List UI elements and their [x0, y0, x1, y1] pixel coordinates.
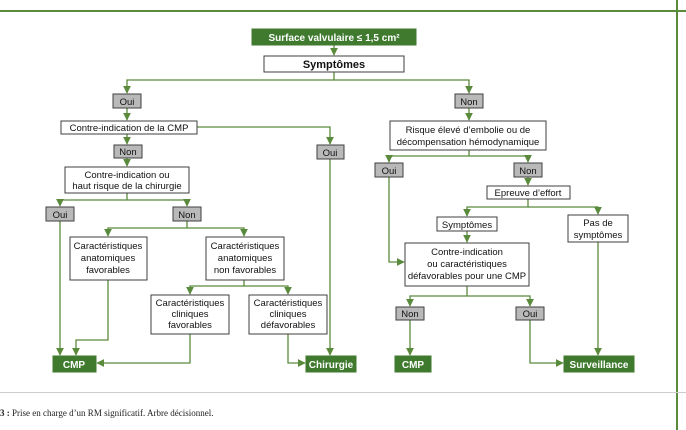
node-non-1-label: Non	[460, 97, 477, 108]
node-cmp-right-label: CMP	[402, 360, 425, 371]
node-ci-defav-line-3: défavorables pour une CMP	[408, 271, 526, 282]
edge-oui-cidefav	[388, 177, 405, 266]
edge-symptomes-oui	[123, 72, 335, 94]
node-clin-defav-line-2: cliniques	[270, 309, 307, 320]
caption-divider	[0, 392, 686, 393]
edge-cichir-non	[127, 198, 191, 207]
node-cmp-left-label: CMP	[63, 360, 86, 371]
edge-non-anatnonfav	[187, 227, 248, 237]
edge-non-anatfav	[104, 221, 188, 237]
node-anat-nonfav-line-1: Caractéristiques	[211, 241, 280, 252]
node-clin-fav-line-2: cliniques	[172, 309, 209, 320]
node-ci-chir-line-2: haut risque de la chirurgie	[72, 181, 181, 192]
node-chirurgie-label: Chirurgie	[309, 360, 354, 371]
node-anat-fav-line-1: Caractéristiques	[74, 241, 143, 252]
node-non-ci-cmp-label: Non	[119, 147, 136, 158]
edge-cicmp-oui	[196, 126, 334, 145]
node-non-ci-chir-label: Non	[178, 210, 195, 221]
edge-risque-oui	[385, 150, 470, 163]
node-non-ci-cmp: Non	[113, 144, 143, 159]
node-risque-line-1: Risque élevé d’embolie ou de	[406, 125, 531, 136]
node-oui-ci-chir: Oui	[45, 206, 75, 222]
node-non-final: Non	[395, 306, 425, 321]
top-rule	[0, 10, 686, 12]
node-ci-cmp-label: Contre-indication de la CMP	[70, 123, 189, 134]
figure-caption: 3 : Prise en charge d’un RM significatif…	[0, 408, 214, 418]
node-cmp-left: CMP	[52, 355, 97, 373]
node-ci-defav-line-1: Contre-indication	[431, 247, 503, 258]
node-anat-nonfav-line-2: anatomiques	[218, 253, 273, 264]
node-pas-symptomes: Pas de symptômes	[567, 214, 629, 243]
node-pas-symptomes-line-1: Pas de	[583, 218, 613, 229]
node-anat-fav-line-3: favorables	[86, 265, 130, 276]
node-risque-line-2: décompensation hémodynamique	[397, 137, 540, 148]
edge-cichir-split	[56, 193, 128, 207]
node-non-1: Non	[454, 93, 484, 109]
node-surveillance-label: Surveillance	[570, 360, 629, 371]
caption-text: Prise en charge d’un RM significatif. Ar…	[9, 408, 214, 418]
node-anat-fav-line-2: anatomiques	[81, 253, 136, 264]
node-symptomes: Symptômes	[263, 55, 405, 73]
node-clin-fav-line-1: Caractéristiques	[156, 298, 225, 309]
edge-anatnonfav-split	[186, 280, 245, 295]
node-oui-final: Oui	[515, 306, 545, 321]
node-anat-nonfav: Caractéristiques anatomiques non favorab…	[205, 236, 285, 281]
edge-anatnonfav-defav	[244, 285, 292, 295]
node-ci-cmp: Contre-indication de la CMP	[60, 120, 198, 135]
node-ci-chir: Contre-indication ou haut risque de la c…	[64, 166, 190, 194]
node-epreuve: Epreuve d’effort	[486, 185, 571, 200]
node-chirurgie: Chirurgie	[305, 355, 357, 373]
node-pas-symptomes-line-2: symptômes	[574, 230, 623, 241]
node-clin-fav: Caractéristiques cliniques favorables	[150, 294, 230, 335]
node-clin-fav-line-3: favorables	[168, 320, 212, 331]
node-oui-risque: Oui	[374, 162, 404, 178]
edge-symptomes-non	[334, 79, 473, 94]
edge-risque-non	[469, 154, 532, 163]
node-oui-ci-cmp: Oui	[316, 144, 345, 160]
node-oui-ci-cmp-label: Oui	[323, 148, 338, 159]
node-clin-defav: Caractéristiques cliniques défavorables	[248, 294, 328, 335]
node-oui-1-label: Oui	[120, 97, 135, 108]
node-anat-fav: Caractéristiques anatomiques favorables	[69, 236, 148, 281]
edges	[56, 45, 602, 367]
node-non-risque: Non	[513, 162, 543, 178]
node-oui-final-label: Oui	[523, 309, 538, 320]
node-ci-defav-line-2: ou caractéristiques	[427, 259, 507, 270]
right-rule	[676, 0, 678, 430]
edge-epreuve-pas	[528, 206, 602, 215]
node-oui-ci-chir-label: Oui	[53, 210, 68, 221]
edge-clinfav-cmp	[96, 334, 191, 367]
node-oui-risque-label: Oui	[382, 166, 397, 177]
node-symptomes-2: Symptômes	[436, 216, 498, 232]
node-symptomes-label: Symptômes	[303, 59, 365, 71]
edge-anatfav-cmp	[72, 280, 109, 356]
node-non-ci-chir: Non	[172, 206, 202, 222]
node-symptomes-2-label: Symptômes	[442, 220, 492, 231]
node-oui-1: Oui	[112, 93, 142, 109]
node-clin-defav-line-3: défavorables	[261, 320, 316, 331]
edge-cidefav-oui	[467, 295, 534, 307]
node-risque: Risque élevé d’embolie ou de décompensat…	[389, 120, 547, 151]
node-non-risque-label: Non	[519, 166, 536, 177]
caption-prefix: 3 :	[0, 408, 10, 418]
edge-epreuve-split	[463, 199, 529, 217]
node-ci-defav: Contre-indication ou caractéristiques dé…	[404, 242, 530, 287]
node-cmp-right: CMP	[394, 355, 432, 373]
edge-cidefav-split	[406, 286, 468, 307]
node-clin-defav-line-1: Caractéristiques	[254, 298, 323, 309]
edge-oui-surv	[529, 320, 564, 367]
node-surface-label: Surface valvulaire ≤ 1,5 cm²	[268, 33, 400, 44]
node-ci-chir-line-1: Contre-indication ou	[84, 170, 169, 181]
edge-clindefav-chir	[287, 334, 306, 367]
node-epreuve-label: Epreuve d’effort	[495, 188, 562, 199]
node-non-final-label: Non	[401, 309, 418, 320]
node-surface: Surface valvulaire ≤ 1,5 cm²	[251, 28, 417, 46]
node-anat-nonfav-line-3: non favorables	[214, 265, 277, 276]
node-surveillance: Surveillance	[563, 355, 635, 373]
